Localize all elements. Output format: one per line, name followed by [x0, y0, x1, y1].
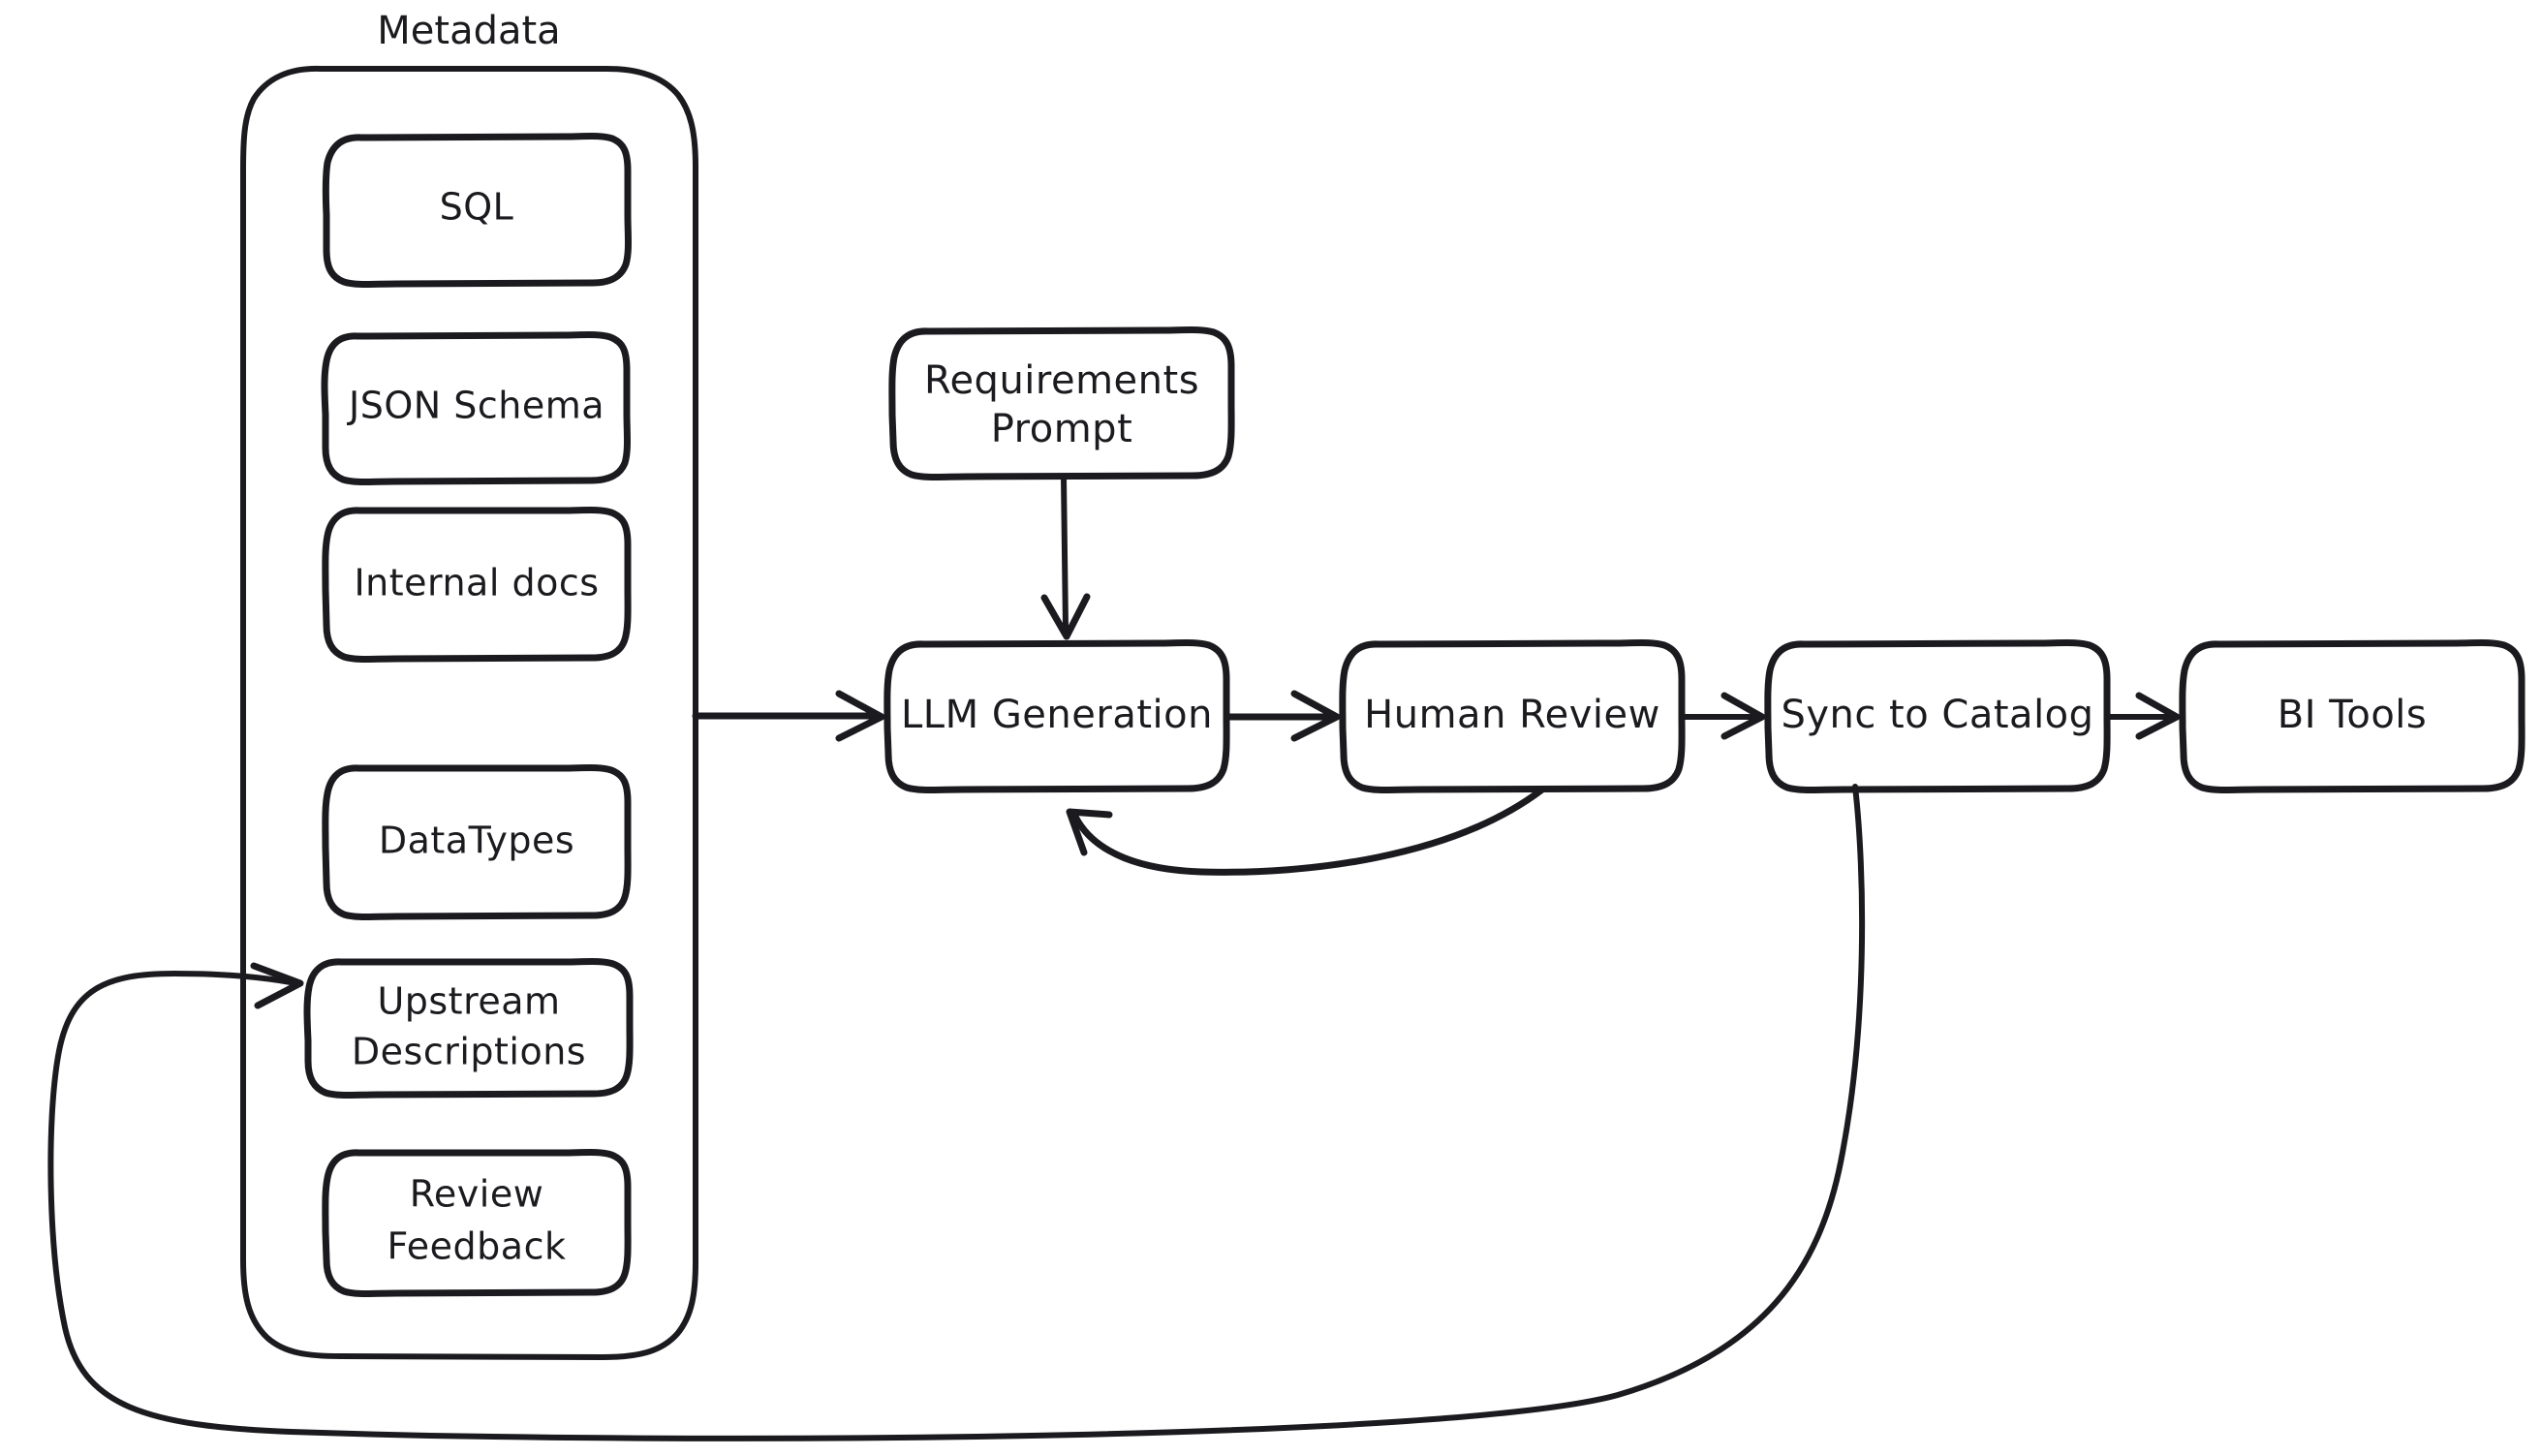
json-schema-box-outline	[321, 331, 631, 485]
sql-box-outline	[322, 133, 632, 288]
node-review-feedback[interactable]: Review Feedback	[322, 1149, 632, 1297]
node-sql[interactable]: SQL	[322, 133, 632, 288]
node-requirements-prompt[interactable]: Requirements Prompt	[888, 326, 1235, 480]
requirements-prompt-label-line1: Requirements	[924, 358, 1199, 403]
edge-requirements-prompt-to-llm-generation	[1040, 474, 1091, 640]
node-bi-tools[interactable]: BI Tools	[2179, 639, 2526, 793]
metadata-group-label: Metadata	[377, 9, 560, 53]
edge-human-review-to-sync-to-catalog	[1681, 692, 1766, 740]
review-feedback-box-outline	[322, 1149, 632, 1297]
upstream-descriptions-label-line2: Descriptions	[352, 1031, 586, 1073]
datatypes-box-outline	[322, 764, 632, 920]
edge-metadata-to-llm-generation	[692, 690, 885, 742]
internal-docs-box-outline	[322, 507, 632, 663]
json-schema-label: JSON Schema	[347, 385, 604, 427]
upstream-descriptions-label-line1: Upstream	[377, 980, 560, 1023]
node-llm-generation[interactable]: LLM Generation	[883, 639, 1230, 793]
node-sync-to-catalog[interactable]: Sync to Catalog	[1764, 639, 2111, 793]
requirements-prompt-label-line2: Prompt	[991, 407, 1133, 451]
bi-tools-label: BI Tools	[2278, 693, 2428, 737]
sync-to-catalog-label: Sync to Catalog	[1781, 693, 2093, 737]
node-json-schema[interactable]: JSON Schema	[321, 331, 631, 485]
upstream-descriptions-box-outline	[303, 958, 634, 1099]
node-internal-docs[interactable]: Internal docs	[322, 507, 632, 663]
edge-human-review-back-to-llm-generation	[1066, 786, 1546, 876]
node-human-review[interactable]: Human Review	[1339, 639, 1686, 793]
human-review-box-outline	[1339, 639, 1686, 793]
bi-tools-box-outline	[2179, 639, 2526, 793]
sync-to-catalog-box-outline	[1764, 639, 2111, 793]
node-datatypes[interactable]: DataTypes	[322, 764, 632, 920]
datatypes-label: DataTypes	[379, 820, 574, 862]
edge-sync-to-catalog-back-to-upstream-descriptions	[47, 784, 1866, 1441]
requirements-prompt-box-outline	[888, 326, 1235, 480]
human-review-label: Human Review	[1364, 693, 1660, 737]
sql-label: SQL	[440, 186, 514, 229]
edge-llm-generation-to-human-review	[1224, 690, 1341, 742]
llm-generation-label: LLM Generation	[901, 693, 1213, 737]
review-feedback-label-line2: Feedback	[387, 1225, 567, 1268]
internal-docs-label: Internal docs	[354, 562, 599, 604]
llm-generation-box-outline	[883, 639, 1230, 793]
node-upstream-descriptions[interactable]: Upstream Descriptions	[303, 958, 634, 1099]
review-feedback-label-line1: Review	[410, 1173, 544, 1216]
edge-sync-to-catalog-to-bi-tools	[2106, 692, 2181, 740]
